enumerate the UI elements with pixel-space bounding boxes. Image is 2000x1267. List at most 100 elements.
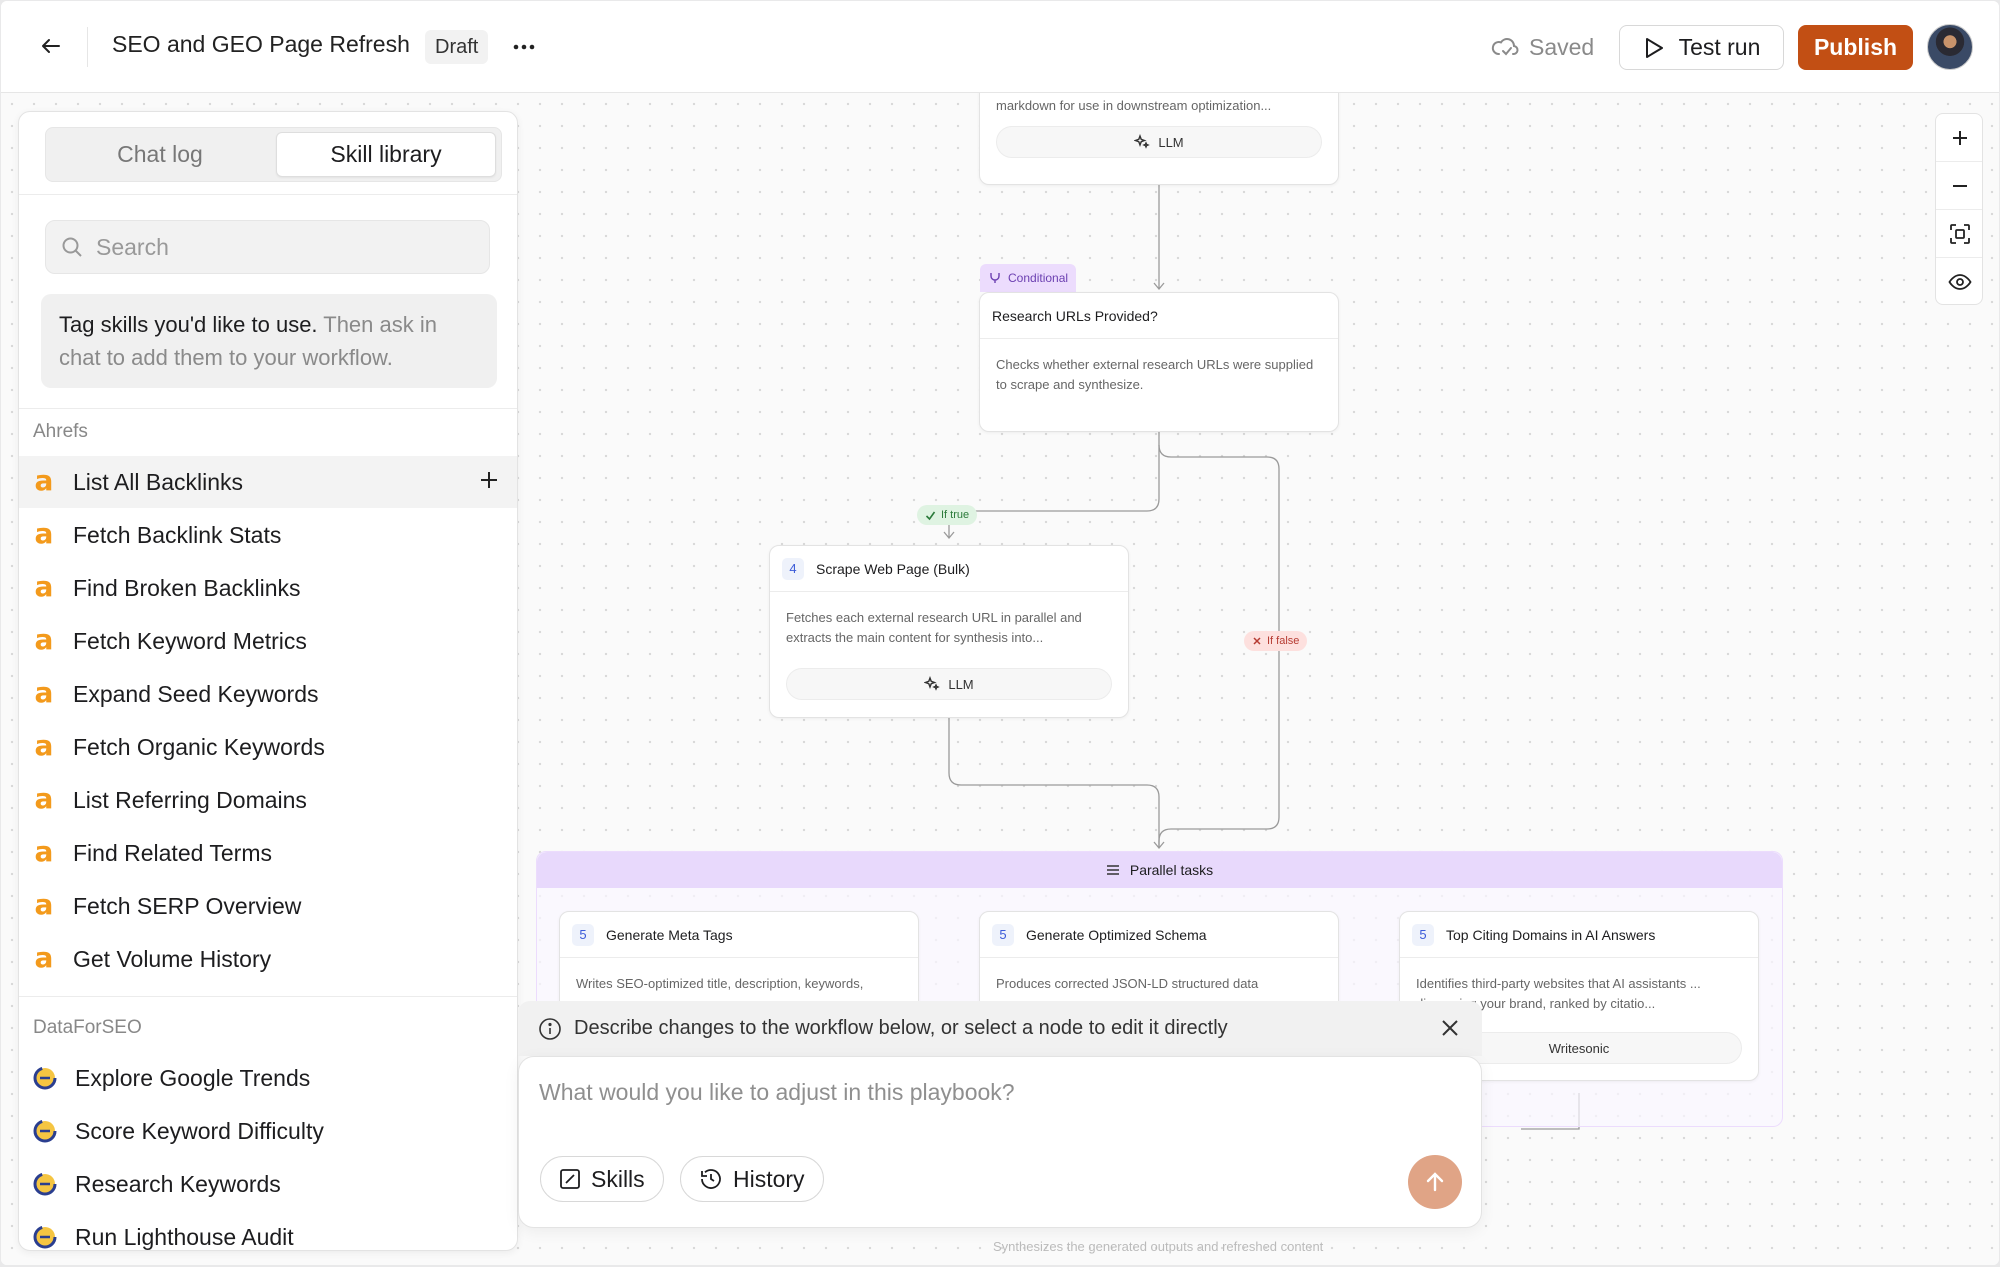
info-icon <box>539 1017 561 1040</box>
ahrefs-logo-icon: a <box>34 517 54 550</box>
search-box[interactable] <box>45 220 490 274</box>
skills-button[interactable]: Skills <box>540 1156 664 1202</box>
skill-item[interactable]: Explore Google Trends <box>19 1052 517 1104</box>
scrape-node[interactable]: 4 Scrape Web Page (Bulk) Fetches each ex… <box>769 545 1129 718</box>
dataforseo-logo-icon <box>33 1066 57 1090</box>
node-description: Fetches each external research URL in pa… <box>786 610 1082 645</box>
skill-label: List Referring Domains <box>73 786 307 813</box>
top-bar: SEO and GEO Page Refresh Draft Saved Tes… <box>1 1 1999 93</box>
if-false-text: If false <box>1267 635 1300 647</box>
conditional-tag: Conditional <box>980 264 1077 292</box>
skill-item[interactable]: a List Referring Domains <box>19 774 517 826</box>
ahrefs-logo-icon: a <box>34 888 54 921</box>
dataforseo-logo-icon <box>33 1119 57 1143</box>
skill-item[interactable]: Run Lighthouse Audit <box>19 1211 517 1250</box>
skill-item[interactable]: a Find Broken Backlinks <box>19 562 517 614</box>
conditional-label: Conditional <box>1008 271 1069 285</box>
divider <box>19 408 517 409</box>
dataforseo-logo-icon <box>33 1225 57 1249</box>
tab-chat-log[interactable]: Chat log <box>117 141 203 167</box>
skill-item[interactable]: a Fetch Keyword Metrics <box>19 615 517 667</box>
sparkles-icon <box>1134 134 1151 149</box>
skill-label: Research Keywords <box>75 1170 281 1197</box>
zoom-in-button[interactable] <box>1936 114 1982 162</box>
sidebar-tabs: Chat log Skill library <box>45 127 502 182</box>
prompt-info-bar: Describe changes to the workflow below, … <box>518 1001 1482 1056</box>
skill-item[interactable]: a Fetch Backlink Stats <box>19 509 517 561</box>
step-number: 4 <box>782 557 804 580</box>
skill-sidebar: Chat log Skill library Tag skills you'd … <box>18 111 518 1251</box>
tool-label: LLM <box>948 676 974 692</box>
skill-hint: Tag skills you'd like to use. Then ask i… <box>41 294 497 388</box>
history-icon <box>701 1169 721 1189</box>
ahrefs-logo-icon: a <box>34 676 54 709</box>
list-icon <box>1106 865 1119 875</box>
ahrefs-logo-icon: a <box>34 623 54 656</box>
conditional-node[interactable]: Research URLs Provided? Checks whether e… <box>979 292 1339 432</box>
add-skill-icon[interactable] <box>477 468 501 492</box>
back-button[interactable] <box>33 28 69 64</box>
skill-item[interactable]: a Expand Seed Keywords <box>19 668 517 720</box>
skill-item[interactable]: a Find Related Terms <box>19 827 517 879</box>
tool-pill: LLM <box>786 668 1112 700</box>
history-button[interactable]: History <box>680 1156 824 1202</box>
close-icon[interactable] <box>1438 1016 1462 1040</box>
skill-label: Run Lighthouse Audit <box>75 1223 294 1250</box>
send-button[interactable] <box>1408 1155 1462 1209</box>
arrow-left-icon <box>42 39 60 53</box>
skill-item[interactable]: a List All Backlinks <box>19 456 517 508</box>
saved-label: Saved <box>1529 33 1595 60</box>
group-label-dataforseo: DataForSEO <box>33 1017 142 1038</box>
preview-button[interactable] <box>1936 258 1982 304</box>
skill-item[interactable]: a Fetch Organic Keywords <box>19 721 517 773</box>
tool-label: LLM <box>1158 134 1184 150</box>
dataforseo-logo-icon <box>33 1172 57 1196</box>
skill-item[interactable]: Score Keyword Difficulty <box>19 1105 517 1157</box>
llm-node-top[interactable]: markdown for use in downstream optimizat… <box>979 93 1339 185</box>
skill-label: Fetch Backlink Stats <box>73 521 282 548</box>
prompt-input[interactable] <box>539 1079 1439 1119</box>
if-true-text: If true <box>941 509 970 521</box>
zoom-out-button[interactable] <box>1936 162 1982 210</box>
node-title: Research URLs Provided? <box>992 307 1158 324</box>
hint-strong: Tag skills you'd like to use. <box>59 312 318 337</box>
test-run-button[interactable]: Test run <box>1619 25 1784 70</box>
ahrefs-logo-icon: a <box>34 782 54 815</box>
fit-view-button[interactable] <box>1936 210 1982 258</box>
divider <box>19 194 517 195</box>
search-icon <box>62 237 82 257</box>
node-header: 5 Generate Optimized Schema <box>980 912 1338 958</box>
if-true-label: If true <box>917 505 978 525</box>
ahrefs-logo-icon: a <box>34 729 54 762</box>
skill-label: Get Volume History <box>73 945 272 972</box>
node-title: Generate Optimized Schema <box>1026 926 1207 943</box>
node-description: markdown for use in downstream optimizat… <box>996 98 1272 113</box>
divider <box>19 996 517 997</box>
skill-label: Find Broken Backlinks <box>73 574 301 601</box>
skill-item[interactable]: Research Keywords <box>19 1158 517 1210</box>
skill-label: Fetch Keyword Metrics <box>73 627 307 654</box>
eye-icon <box>1948 274 1972 290</box>
play-icon <box>1645 37 1663 58</box>
check-icon <box>925 511 936 520</box>
parallel-header: Parallel tasks <box>537 852 1782 888</box>
skill-item[interactable]: a Fetch SERP Overview <box>19 880 517 932</box>
skill-item[interactable]: a Get Volume History <box>19 933 517 985</box>
minus-icon <box>1953 184 1967 187</box>
ellipsis-icon <box>513 44 535 50</box>
zoom-controls <box>1935 113 1983 305</box>
tool-pill: LLM <box>996 126 1322 158</box>
branch-icon <box>990 273 1000 283</box>
user-avatar[interactable] <box>1927 24 1973 70</box>
tab-skill-library[interactable]: Skill library <box>276 132 496 177</box>
step-number: 5 <box>1412 923 1434 946</box>
plus-icon <box>1953 130 1967 145</box>
tool-label: Writesonic <box>1548 1040 1610 1056</box>
node-header: 5 Generate Meta Tags <box>560 912 918 958</box>
more-options-button[interactable] <box>506 29 542 65</box>
search-input[interactable] <box>96 233 476 261</box>
node-description: Produces corrected JSON-LD structured da… <box>996 976 1259 991</box>
node-header: Research URLs Provided? <box>980 293 1338 339</box>
node-header: 4 Scrape Web Page (Bulk) <box>770 546 1128 592</box>
publish-button[interactable]: Publish <box>1798 25 1913 70</box>
